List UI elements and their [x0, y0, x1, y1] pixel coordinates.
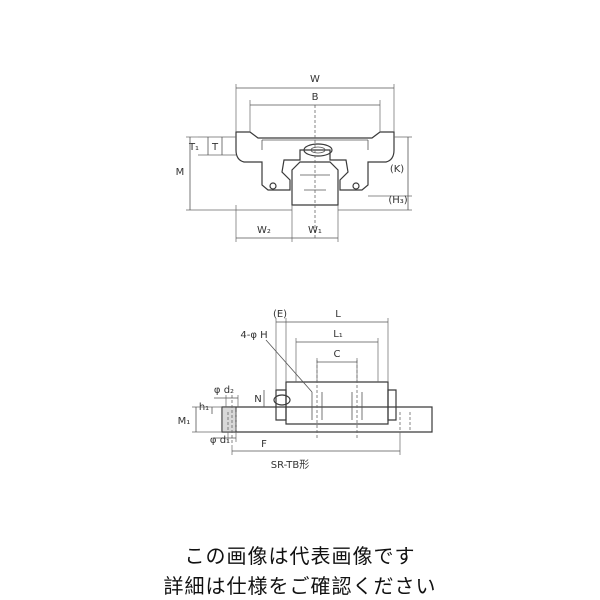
label-d1: φ d₁	[210, 435, 230, 446]
caption-line-1: この画像は代表画像です	[184, 544, 416, 568]
model-label: SR-TB形	[271, 459, 310, 471]
side-grease-nipple	[273, 394, 291, 406]
label-h3: (H₃)	[388, 195, 407, 206]
label-w: W	[310, 74, 320, 85]
label-w2: W₂	[257, 225, 271, 236]
label-f: F	[261, 439, 267, 450]
side-block	[285, 381, 389, 425]
side-rail-hatch-left	[221, 406, 237, 433]
label-b: B	[312, 92, 319, 103]
block-outline	[235, 131, 395, 191]
label-c: C	[334, 349, 341, 360]
label-t: T	[211, 142, 219, 153]
side-end-seal-right	[387, 389, 397, 421]
label-m: M	[176, 167, 185, 178]
grease-nipple	[303, 143, 333, 157]
front-view: W B T₁ T M (K) (H₃) W₂ W₁	[176, 74, 412, 242]
label-e: (E)	[273, 309, 287, 320]
label-m1: M₁	[178, 416, 191, 427]
side-hole-1	[311, 392, 323, 420]
grease-nipple-inner	[310, 146, 326, 154]
mount-hole-left	[269, 182, 277, 190]
side-end-seal	[275, 389, 287, 421]
label-h1: h₁	[199, 402, 209, 413]
rail-outline	[291, 161, 339, 206]
side-rail-hole-right	[399, 412, 411, 432]
label-n: N	[254, 394, 261, 405]
label-t1: T₁	[188, 142, 199, 153]
label-d2: φ d₂	[214, 385, 234, 396]
label-l: L	[335, 309, 341, 320]
label-h: 4-φ H	[240, 330, 267, 341]
mount-hole-right	[352, 182, 360, 190]
label-k: (K)	[390, 164, 404, 175]
side-rail	[221, 406, 433, 433]
label-l1: L₁	[333, 329, 343, 340]
side-view: (E) L L₁ 4-φ H C N φ d₂ h₁ M₁	[178, 309, 433, 471]
side-rail-hole-left	[227, 412, 237, 432]
h-leader	[265, 339, 313, 393]
caption-line-2: 詳細は仕様をご確認ください	[163, 574, 437, 598]
label-w1: W₁	[308, 225, 322, 236]
side-hole-2	[351, 392, 363, 420]
